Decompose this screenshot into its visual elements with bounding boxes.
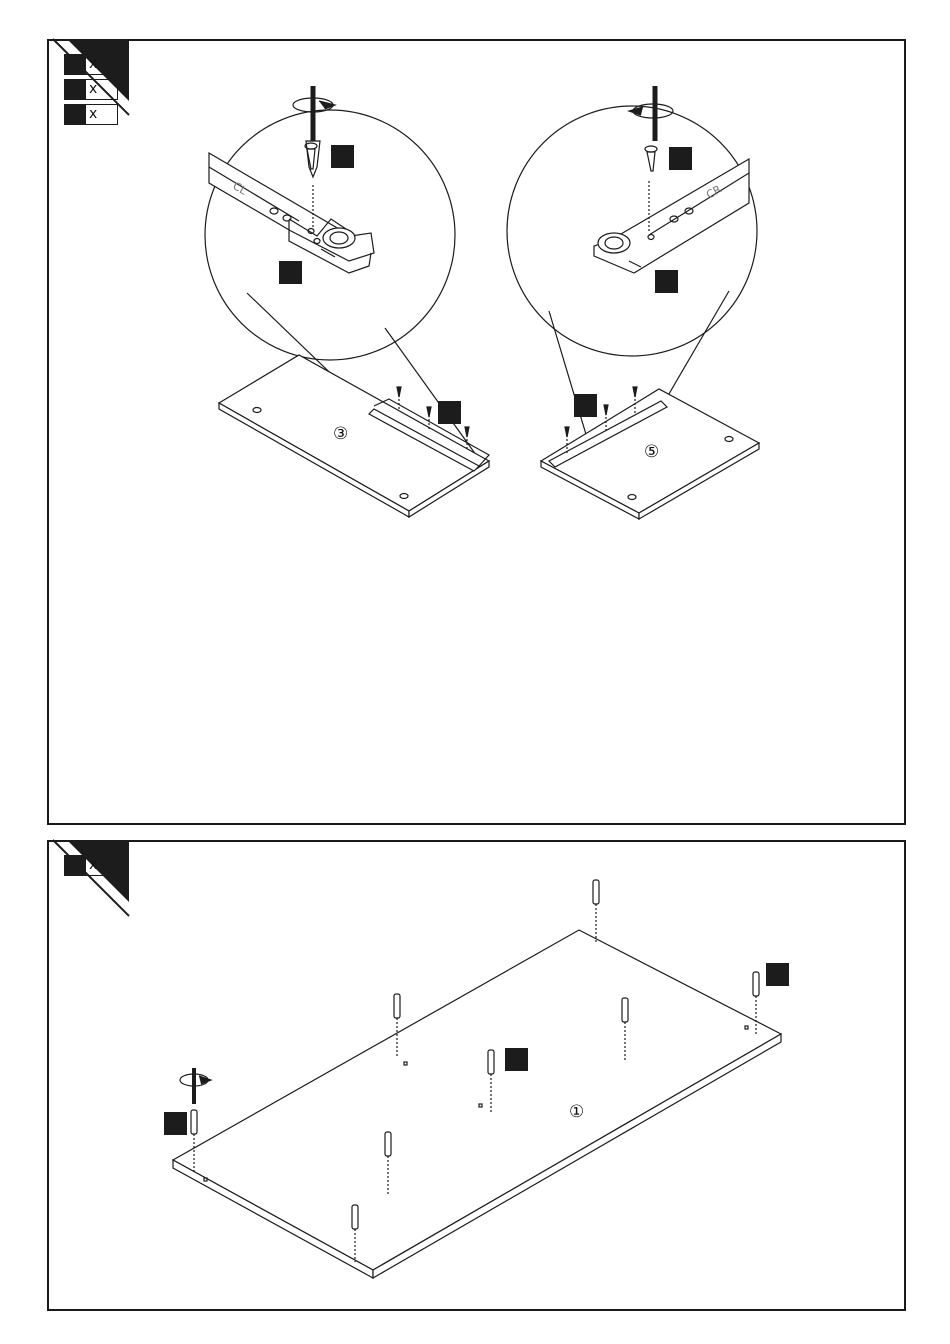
part-label-square xyxy=(574,394,597,417)
screwdriver-icon xyxy=(180,1068,211,1104)
panel-number-main: ① xyxy=(569,1102,584,1122)
board-panel-1 xyxy=(173,930,781,1270)
drawer-rail-illustration: CL CR xyxy=(49,41,908,827)
part-label-square xyxy=(655,270,678,293)
part-label-square xyxy=(164,1112,187,1135)
part-label-square xyxy=(766,963,789,986)
step-panel-drawer-rails: x x x xyxy=(47,39,906,825)
panel-number-left: ③ xyxy=(333,424,348,444)
part-label-square xyxy=(331,145,354,168)
part-label-square xyxy=(438,401,461,424)
panel-number-right: ⑤ xyxy=(644,442,659,462)
part-label-square xyxy=(279,261,302,284)
step-panel-cam-dowels: x xyxy=(47,840,906,1311)
cam-dowel-illustration xyxy=(49,842,908,1313)
part-label-square xyxy=(505,1048,528,1071)
part-label-square xyxy=(669,147,692,170)
